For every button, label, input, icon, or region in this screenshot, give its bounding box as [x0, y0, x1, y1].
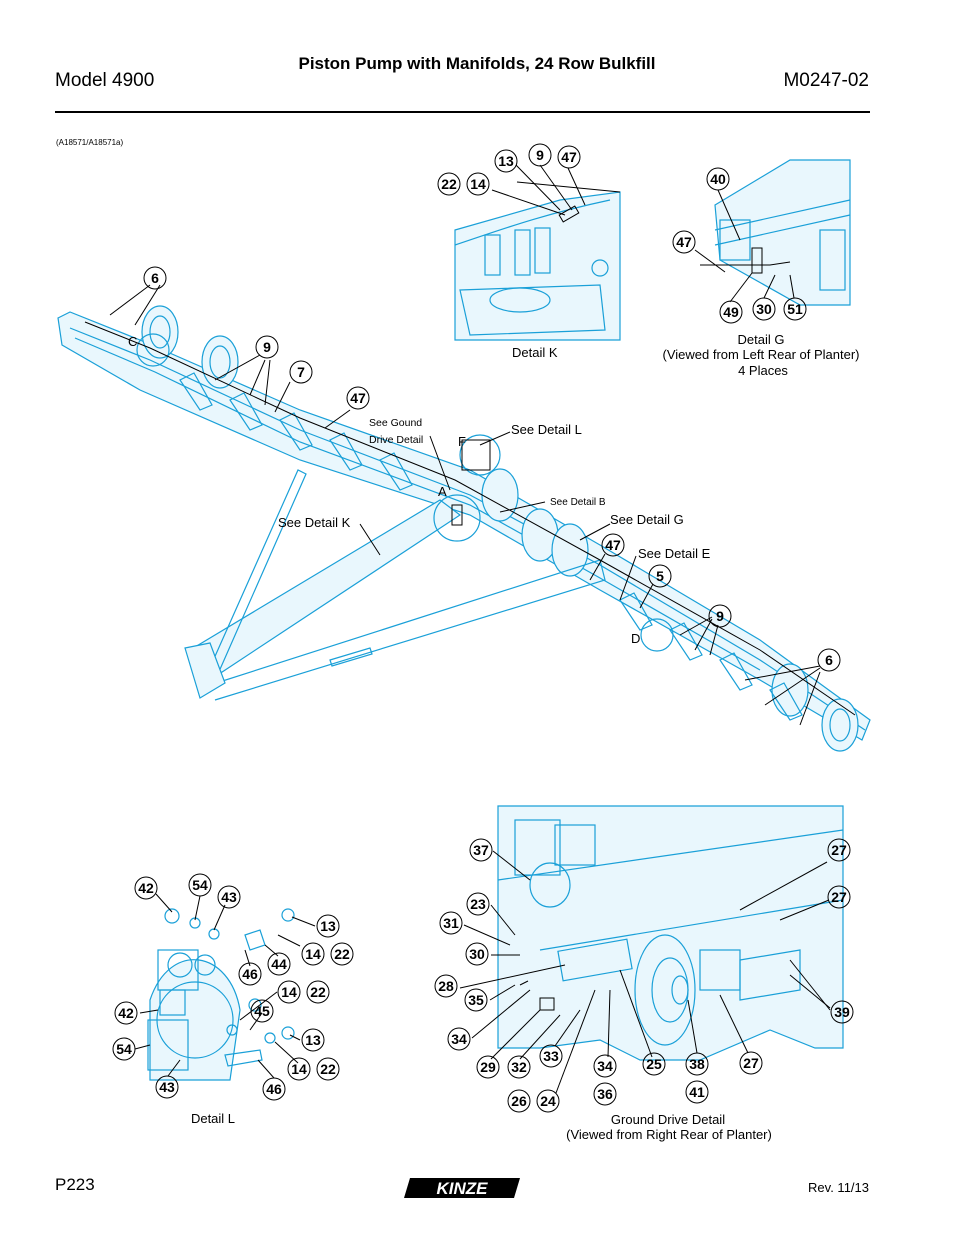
callout: 13 — [320, 918, 336, 934]
callout: 27 — [743, 1055, 759, 1071]
callout: 49 — [723, 304, 739, 320]
callout: 47 — [561, 149, 577, 165]
callout: 30 — [756, 301, 772, 317]
ref-letter-f: F — [458, 434, 466, 449]
callout: 43 — [221, 889, 237, 905]
logo-text: KINZE — [437, 1179, 489, 1198]
callout: 44 — [271, 956, 287, 972]
callout: 45 — [254, 1003, 270, 1019]
callout: 9 — [263, 339, 271, 355]
detail-g-caption-places: 4 Places — [738, 363, 788, 378]
callout: 5 — [656, 568, 664, 584]
callout: 33 — [543, 1048, 559, 1064]
callout: 31 — [443, 915, 459, 931]
callout: 22 — [320, 1061, 336, 1077]
callout: 22 — [310, 984, 326, 1000]
callout: 27 — [831, 842, 847, 858]
callout: 23 — [470, 896, 486, 912]
callout: 34 — [597, 1058, 613, 1074]
detail-l-caption: Detail L — [191, 1111, 235, 1126]
callout: 34 — [451, 1031, 467, 1047]
callout: 29 — [480, 1059, 496, 1075]
callout: 47 — [350, 390, 366, 406]
callout: 37 — [473, 842, 489, 858]
detail-g: 40 47 49 30 51 Detail G (Viewed from Lef… — [662, 159, 860, 378]
callout: 54 — [192, 877, 208, 893]
callout: 30 — [469, 946, 485, 962]
callout: 13 — [498, 153, 514, 169]
callout: 51 — [787, 301, 803, 317]
callout: 13 — [305, 1032, 321, 1048]
part-number: M0247-02 — [783, 70, 869, 91]
callout: 9 — [536, 147, 544, 163]
main-view-labels: See Gound Drive Detail See Detail L See … — [128, 334, 711, 646]
ground-drive-detail: 37 23 31 30 28 35 34 29 32 33 26 24 34 3… — [434, 805, 854, 1142]
callout: 25 — [646, 1056, 662, 1072]
callout: 36 — [597, 1086, 613, 1102]
detail-k: 22 14 13 9 47 Detail K — [437, 143, 621, 360]
callout: 14 — [305, 946, 321, 962]
callout: 14 — [291, 1061, 307, 1077]
revision: Rev. 11/13 — [808, 1180, 869, 1195]
planter-main-view — [57, 305, 871, 752]
page-number: P223 — [55, 1175, 95, 1194]
header-rule — [55, 111, 870, 113]
ground-drive-caption: Ground Drive Detail — [611, 1112, 725, 1127]
callout: 6 — [825, 652, 833, 668]
callout: 22 — [441, 176, 457, 192]
label-see-detail-l: See Detail L — [511, 422, 582, 437]
callout: 39 — [834, 1004, 850, 1020]
label-drive-detail: Drive Detail — [369, 434, 423, 446]
ground-drive-caption-view: (Viewed from Right Rear of Planter) — [566, 1127, 772, 1142]
detail-g-caption-view: (Viewed from Left Rear of Planter) — [662, 347, 859, 362]
callout: 35 — [468, 992, 484, 1008]
callout: 47 — [676, 234, 692, 250]
callout: 46 — [266, 1081, 282, 1097]
callout: 40 — [710, 171, 726, 187]
callout: 38 — [689, 1056, 705, 1072]
page-title: Piston Pump with Manifolds, 24 Row Bulkf… — [298, 54, 656, 73]
callout: 24 — [540, 1093, 556, 1109]
detail-k-caption: Detail K — [512, 345, 558, 360]
callout: 7 — [297, 364, 305, 380]
ref-letter-d: D — [631, 631, 640, 646]
label-see-gound: See Gound — [369, 417, 422, 429]
callout: 9 — [716, 608, 724, 624]
kinze-logo: KINZE — [404, 1178, 520, 1198]
callout: 28 — [438, 978, 454, 994]
callout: 43 — [159, 1079, 175, 1095]
callout: 41 — [689, 1084, 705, 1100]
callout: 46 — [242, 966, 258, 982]
figure-reference: (A18571/A18571a) — [56, 138, 124, 147]
ref-letter-c: C — [128, 334, 137, 349]
callout: 47 — [605, 537, 621, 553]
detail-l: 42 54 43 13 14 22 44 46 14 22 45 42 13 5… — [112, 873, 354, 1126]
callout: 22 — [334, 946, 350, 962]
callout: 32 — [511, 1059, 527, 1075]
label-see-detail-e: See Detail E — [638, 546, 711, 561]
callout: 14 — [470, 176, 486, 192]
label-see-detail-k: See Detail K — [278, 515, 351, 530]
main-view-callouts: 6 9 7 47 47 5 9 6 — [143, 266, 841, 672]
callout: 42 — [138, 880, 154, 896]
label-see-detail-b: See Detail B — [550, 497, 606, 508]
model-label: Model 4900 — [55, 70, 155, 91]
callout: 6 — [151, 270, 159, 286]
callout: 26 — [511, 1093, 527, 1109]
main-view-leaders — [109, 284, 821, 726]
detail-g-caption: Detail G — [738, 332, 785, 347]
label-see-detail-g: See Detail G — [610, 512, 684, 527]
ref-letter-a: A — [438, 484, 447, 499]
callout: 14 — [281, 984, 297, 1000]
callout: 27 — [831, 889, 847, 905]
callout: 54 — [116, 1041, 132, 1057]
callout: 42 — [118, 1005, 134, 1021]
